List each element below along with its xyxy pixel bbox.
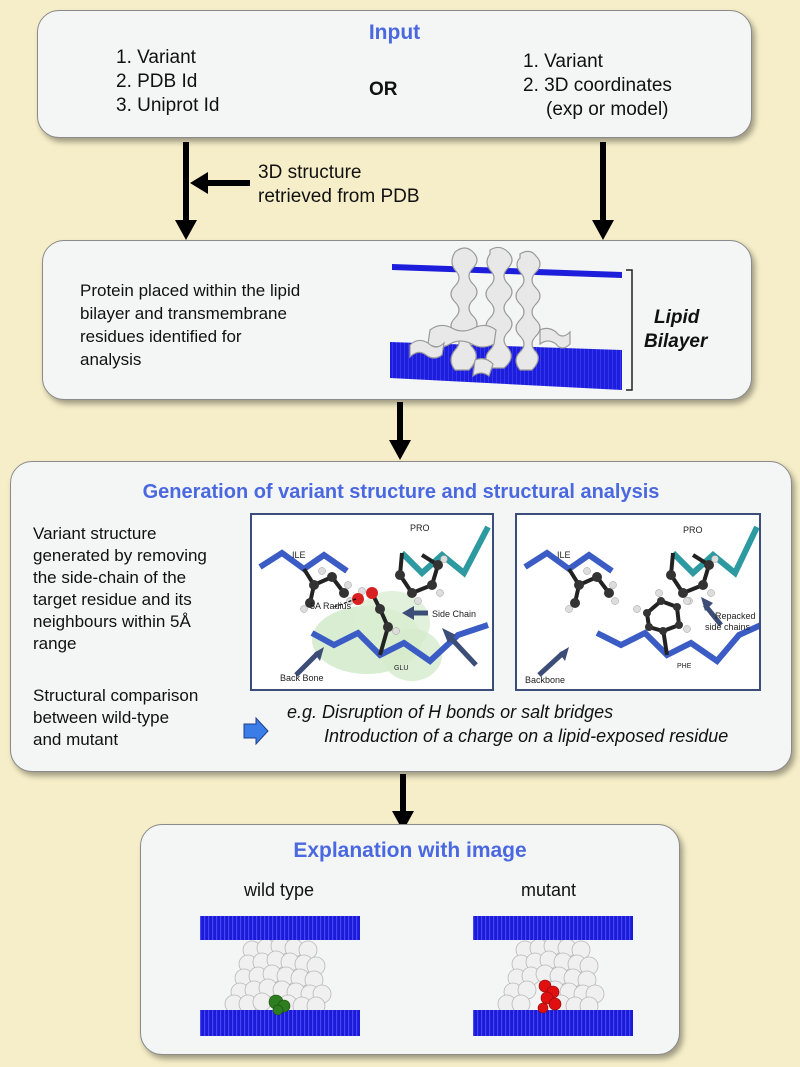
input-right-item-2: 2. 3D coordinates (523, 75, 672, 96)
example-line-2: Introduction of a charge on a lipid-expo… (324, 726, 729, 746)
label-glu: GLU (394, 665, 409, 672)
label-backbone: Backbone (525, 675, 566, 685)
input-left-item-1: 1. Variant (116, 47, 196, 68)
mutant-label: mutant (521, 880, 577, 900)
input-left-item-2: 2. PDB Id (116, 71, 198, 92)
lipid-bilayer-label-2: Bilayer (644, 331, 708, 352)
or-label: OR (369, 79, 398, 100)
mutant-image (473, 916, 633, 1036)
mutant-membrane-bottom (473, 1010, 633, 1036)
wild-highlight-residue (268, 994, 291, 1016)
label-pro-right: PRO (683, 525, 703, 535)
lipid-description-line-2: bilayer and transmembrane (80, 304, 287, 323)
input-title: Input (368, 21, 421, 44)
variant-text-line-3: the side-chain of the (33, 568, 187, 587)
variant-text-line-1: Variant structure (33, 524, 157, 543)
retrieval-note-line-1: 3D structure (258, 162, 362, 183)
label-back-bone: Back Bone (280, 673, 324, 683)
input-right-item-1: 1. Variant (523, 51, 603, 72)
label-ile-left: ILE (292, 550, 306, 560)
lipid-placement-box: Protein placed within the lipid bilayer … (42, 240, 752, 400)
mutant-highlight-residue (537, 979, 562, 1014)
label-side-chains: side chains (705, 622, 751, 632)
mutant-membrane-top (473, 916, 633, 940)
label-phe: PHE (677, 663, 692, 670)
label-side-chain: Side Chain (432, 609, 477, 619)
wild-membrane-top (200, 916, 360, 940)
wild-type-label: wild type (244, 880, 315, 900)
label-radius: 5A Radius (310, 601, 352, 611)
arrow-to-analysis-shaft (397, 402, 403, 442)
comparison-text-line-3: and mutant (33, 730, 119, 749)
arrow-left-head (175, 220, 197, 240)
arrow-to-explanation-shaft (400, 774, 406, 814)
label-pro-left: PRO (410, 523, 430, 533)
arrow-right-head (592, 220, 614, 240)
comparison-arrow-icon (243, 716, 269, 746)
lipid-bilayer-label-1: Lipid (654, 307, 700, 328)
arrow-to-analysis-head (389, 440, 411, 460)
variant-text-line-6: range (33, 634, 77, 653)
label-repacked: Repacked (715, 611, 756, 621)
lipid-description-line-4: analysis (80, 350, 142, 369)
input-left-item-3: 3. Uniprot Id (116, 95, 220, 116)
variant-text-line-5: neighbours within 5Å (33, 612, 191, 631)
lipid-description-line-1: Protein placed within the lipid (80, 281, 301, 300)
wild-type-image (200, 916, 360, 1036)
variant-text-line-4: target residue and its (33, 590, 192, 609)
example-line-1: e.g. Disruption of H bonds or salt bridg… (287, 702, 614, 722)
wild-residue-panel: ILE PRO 5A Radius Side Chain Back Bone G… (250, 513, 494, 691)
analysis-title: Generation of variant structure and stru… (142, 481, 660, 503)
lipid-description-line-3: residues identified for (80, 327, 242, 346)
comparison-text-line-1: Structural comparison (33, 686, 199, 705)
input-right-item-3: (exp or model) (546, 99, 669, 120)
arrow-left-shaft (183, 142, 189, 220)
input-box: Input 1. Variant 2. PDB Id 3. Uniprot Id… (37, 10, 752, 138)
variant-text-line-2: generated by removing (33, 546, 207, 565)
mutant-residue-panel: ILE PRO Repacked side chains Backbone PH… (515, 513, 761, 691)
comparison-text-line-2: between wild-type (33, 708, 170, 727)
retrieval-arrow-head (190, 172, 208, 194)
explanation-title: Explanation with image (293, 839, 527, 862)
arrow-right-shaft (600, 142, 606, 220)
retrieval-note-line-2: retrieved from PDB (258, 186, 420, 207)
retrieval-arrow-shaft (206, 180, 250, 186)
label-ile-right: ILE (557, 550, 571, 560)
